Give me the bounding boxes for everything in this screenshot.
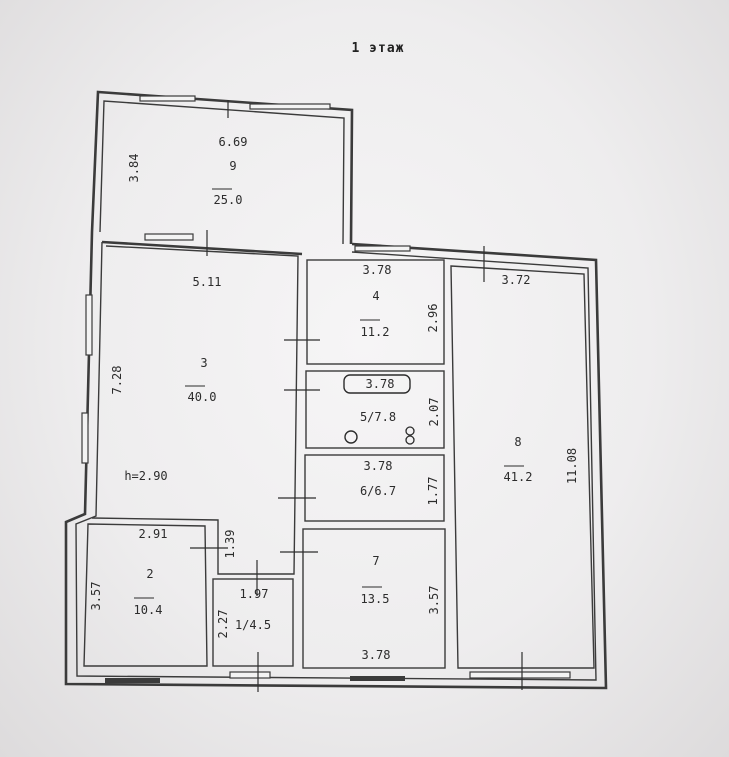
sink-icon <box>344 430 358 444</box>
room-1: 1.97 1/4.5 2.27 <box>216 587 271 638</box>
room-9: 6.69 9 25.0 3.84 <box>127 135 247 207</box>
room-2-width: 2.91 <box>139 527 168 541</box>
room-8-area: 41.2 <box>504 470 533 484</box>
room-2: 2.91 2 10.4 3.57 <box>89 527 167 617</box>
room-3-number: 3 <box>200 356 207 370</box>
room-8: 3.72 8 41.2 11.08 <box>502 273 579 484</box>
room-4: 3.78 4 11.2 2.96 <box>360 263 440 339</box>
room-9-height: 3.84 <box>127 154 141 183</box>
ceiling-height: h=2.90 <box>124 469 167 483</box>
toilet-icon <box>405 426 415 445</box>
windows <box>81 95 571 683</box>
floor-title: 1 этаж <box>352 41 405 56</box>
room-3-area: 40.0 <box>188 390 217 404</box>
room-7: 7 13.5 3.78 3.57 <box>361 554 441 662</box>
room-4-width: 3.78 <box>363 263 392 277</box>
room-3-step-dim: 1.39 <box>223 530 237 559</box>
room-9-area: 25.0 <box>214 193 243 207</box>
room-2-number: 2 <box>146 567 153 581</box>
room-3-height: 7.28 <box>110 366 124 395</box>
room-4-number: 4 <box>372 289 379 303</box>
room-5: 3.78 5/7.8 2.07 <box>360 377 441 426</box>
room-4-height: 2.96 <box>426 304 440 333</box>
room-9-width: 6.69 <box>219 135 248 149</box>
bathtub-icon <box>343 374 411 394</box>
room-5-width: 3.78 <box>366 377 395 391</box>
room-8-number: 8 <box>514 435 521 449</box>
outer-walls <box>64 90 608 690</box>
room-8-height: 11.08 <box>565 448 579 484</box>
room-7-width: 3.78 <box>362 648 391 662</box>
room-1-height: 2.27 <box>216 610 230 639</box>
room-1-width: 1.97 <box>240 587 269 601</box>
room-7-height: 3.57 <box>427 586 441 615</box>
room-9-number: 9 <box>229 159 236 173</box>
room-7-number: 7 <box>372 554 379 568</box>
room-5-height: 2.07 <box>427 398 441 427</box>
room-6-number: 6/6.7 <box>360 484 396 498</box>
room-2-height: 3.57 <box>89 582 103 611</box>
room-8-width: 3.72 <box>502 273 531 287</box>
door-ticks <box>190 100 523 692</box>
room-6-height: 1.77 <box>426 477 440 506</box>
room-5-number: 5/7.8 <box>360 410 396 424</box>
room-6-width: 3.78 <box>364 459 393 473</box>
room-2-area: 10.4 <box>134 603 163 617</box>
room-4-area: 11.2 <box>361 325 390 339</box>
room-3-width: 5.11 <box>193 275 222 289</box>
interior-walls <box>83 240 595 669</box>
room-3: 5.11 3 40.0 7.28 h=2.90 1.39 <box>110 275 237 558</box>
room-1-number: 1/4.5 <box>235 618 271 632</box>
room-6: 3.78 6/6.7 1.77 <box>360 459 440 505</box>
room-7-area: 13.5 <box>361 592 390 606</box>
